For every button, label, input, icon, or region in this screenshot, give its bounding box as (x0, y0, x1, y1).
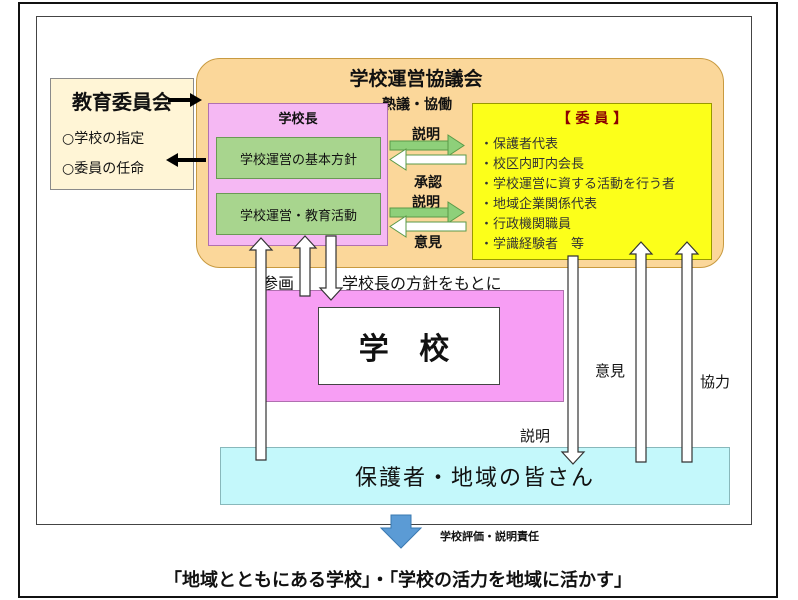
approve-arrow (389, 148, 467, 171)
evaluation-label: 学校評価・説明責任 (440, 530, 539, 543)
principal-policy-label: 学校長の方針をもとに (342, 274, 502, 293)
explanation-flow-label: 説明 (520, 427, 551, 445)
explain-arrow-top (389, 134, 465, 157)
opinion-label: 意見 (414, 235, 442, 251)
evaluation-down-arrow (379, 514, 423, 549)
board-to-council-arrow (168, 93, 202, 107)
members-box (472, 103, 712, 260)
board-of-education-title: 教育委員会 (72, 90, 172, 114)
basic-policy-box: 学校運営の基本方針 (216, 137, 381, 179)
board-of-education-box (50, 78, 194, 190)
board-item-school-designation: ○学校の指定 (62, 131, 145, 147)
motto-text: 「地域とともにある学校」・「学校の活力を地域に活かす」 (164, 570, 632, 591)
school-name: 学 校 (318, 307, 500, 385)
member-item: ・保護者代表 (480, 137, 559, 152)
explain-label-bottom: 説明 (412, 195, 440, 211)
members-title: 【 委 員 】 (556, 111, 628, 127)
member-item: ・校区内町内会長 (480, 157, 585, 172)
principal-label: 学校長 (278, 112, 318, 127)
opinion-arrow (389, 215, 467, 238)
policy-down-arrow (318, 235, 344, 301)
board-item-member-appointment: ○委員の任命 (62, 161, 145, 177)
member-item: ・学校運営に資する活動を行う者 (480, 177, 676, 192)
council-to-board-arrow (166, 153, 206, 167)
cooperation-flow-label: 協力 (700, 373, 731, 391)
explanation-down-arrow (560, 255, 586, 465)
participation-up-arrow (292, 235, 318, 297)
member-item: ・学識経験者 等 (480, 237, 585, 252)
member-item: ・地域企業関係代表 (480, 197, 598, 212)
member-item: ・行政機関職員 (480, 217, 572, 232)
opinion-up-arrow (628, 241, 654, 463)
guardians-to-council-arrow (248, 237, 274, 461)
council-title: 学校運営協議会 (349, 68, 483, 90)
cooperation-up-arrow (674, 241, 700, 463)
management-activities-box: 学校運営・教育活動 (216, 193, 381, 235)
deliberation-label: 熟議・協働 (382, 97, 452, 113)
outer-frame (18, 2, 778, 598)
approve-label: 承認 (414, 175, 442, 191)
explain-label-top: 説明 (412, 127, 440, 143)
opinion-flow-label: 意見 (595, 362, 626, 380)
participation-label: 参画 (262, 274, 295, 293)
explain-arrow-bottom (389, 201, 465, 224)
